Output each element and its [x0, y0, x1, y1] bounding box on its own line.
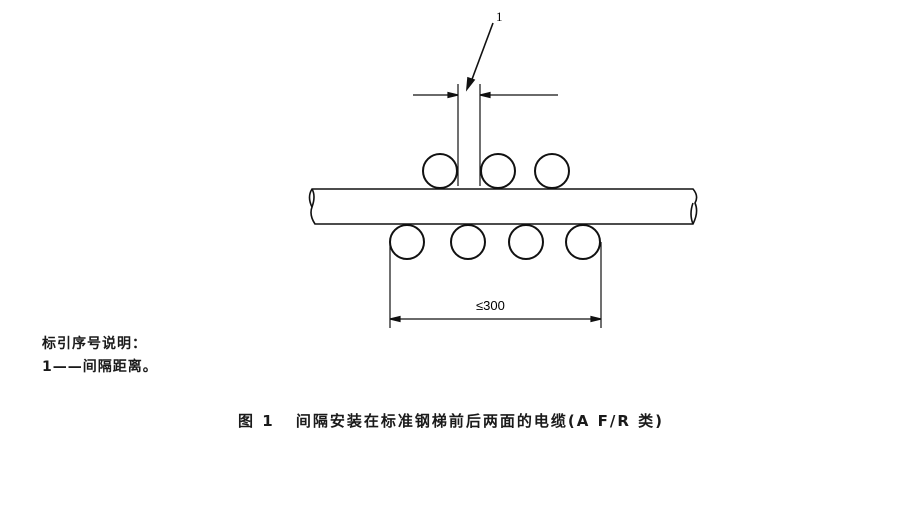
top-cables: [422, 153, 570, 189]
ladder-rung: [308, 188, 698, 225]
bottom-cables: [389, 224, 601, 260]
cable-bottom-4: [565, 224, 601, 260]
spacing-dimension: [413, 84, 558, 186]
figure-number: 图 1: [238, 412, 275, 430]
dimension-label: ≤300: [476, 298, 505, 313]
legend-item-number: 1: [42, 359, 53, 375]
legend-item-separator: ——: [52, 359, 83, 375]
callout-leader: [465, 22, 494, 92]
figure-title: 间隔安装在标准钢梯前后两面的电缆(A F/R 类): [295, 412, 664, 430]
cable-bottom-1: [389, 224, 425, 260]
callout-label: 1: [496, 9, 503, 24]
legend-title: 标引序号说明：: [42, 336, 147, 352]
legend-item-text: 间隔距离。: [82, 359, 158, 375]
cable-top-2: [480, 153, 516, 189]
cable-bottom-3: [508, 224, 544, 260]
cable-bottom-2: [450, 224, 486, 260]
cable-top-3: [534, 153, 570, 189]
cable-ladder-diagram: 1 ≤300: [308, 9, 698, 328]
figure-caption: 图 1 间隔安装在标准钢梯前后两面的电缆(A F/R 类): [238, 410, 664, 431]
width-dimension: [389, 242, 602, 328]
cable-top-1: [422, 153, 458, 189]
legend-item: 1——间隔距离。: [42, 356, 158, 376]
